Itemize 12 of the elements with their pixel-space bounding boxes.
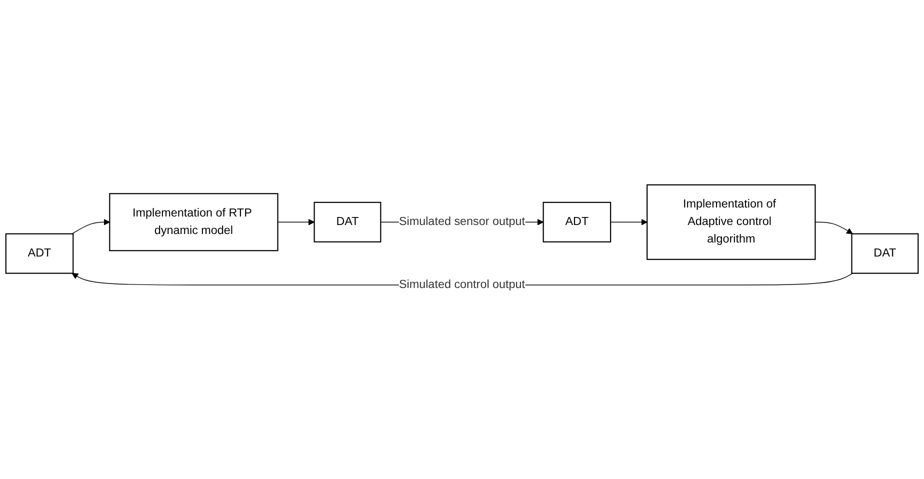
- arrow: [72, 219, 110, 234]
- arrow: [814, 222, 853, 234]
- node-box: ADT: [542, 202, 612, 243]
- edge-label: Simulated sensor output: [398, 216, 526, 228]
- arrow: [610, 219, 648, 226]
- node-box: Implementation of Adaptive control algorithm: [646, 184, 816, 260]
- node-box: DAT: [851, 233, 919, 274]
- node-box: ADT: [5, 233, 74, 274]
- edge-label: Simulated control output: [398, 278, 526, 292]
- node-box: DAT: [314, 202, 382, 243]
- arrow: [277, 219, 315, 226]
- node-box: Implementation of RTP dynamic model: [109, 193, 278, 252]
